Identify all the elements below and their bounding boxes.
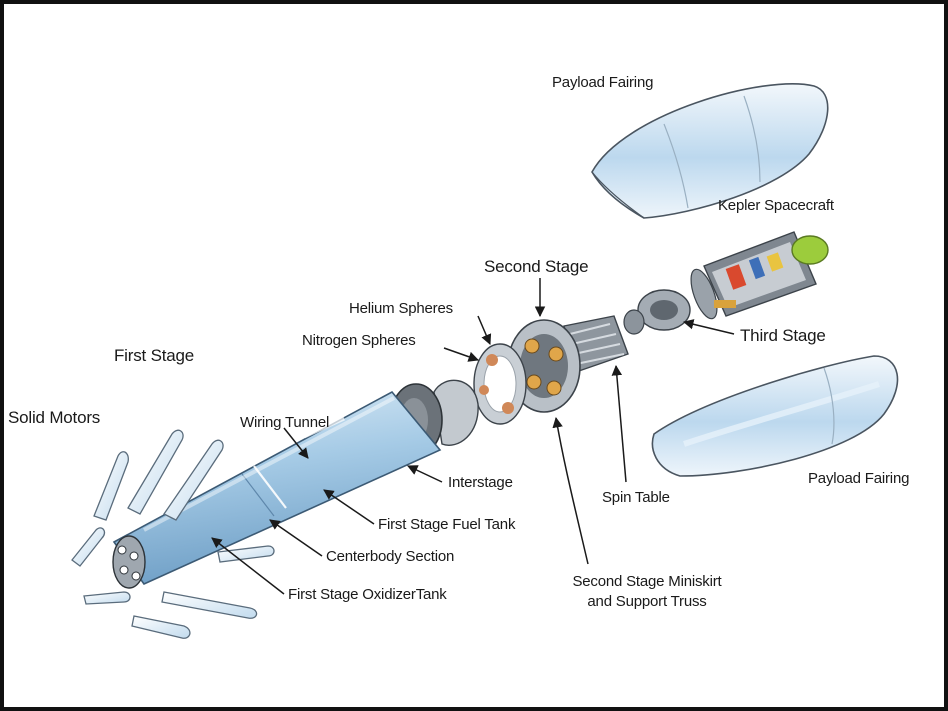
diagram-artwork [71, 83, 899, 639]
label-first-stage-oxidizer-tank: First Stage OxidizerTank [288, 586, 447, 603]
payload-fairing-upper [591, 83, 829, 219]
leader-helium-spheres [477, 315, 492, 345]
label-payload-fairing-bottom: Payload Fairing [808, 470, 910, 487]
leader-third-stage [682, 319, 735, 335]
label-nitrogen-spheres: Nitrogen Spheres [302, 332, 416, 349]
leader-first-stage-fuel-tank [323, 489, 375, 525]
label-wiring-tunnel: Wiring Tunnel [240, 414, 330, 431]
leader-centerbody-section [269, 519, 323, 557]
leader-spin-table [611, 364, 627, 483]
leader-nitrogen-spheres [443, 347, 479, 362]
nitrogen-helium-ring [473, 343, 527, 425]
label-second-stage-miniskirt-line2: and Support Truss [587, 593, 707, 610]
label-third-stage: Third Stage [740, 326, 826, 345]
label-first-stage-fuel-tank: First Stage Fuel Tank [378, 516, 516, 533]
leader-lines [211, 278, 735, 595]
label-second-stage-miniskirt-line1: Second Stage Miniskirt [572, 573, 722, 590]
label-first-stage: First Stage [114, 346, 194, 365]
kepler-spacecraft-illustration [690, 231, 829, 320]
label-payload-fairing-top: Payload Fairing [552, 74, 654, 91]
leader-interstage [407, 465, 443, 483]
solid-motors [71, 429, 275, 639]
label-second-stage-miniskirt: Second Stage Miniskirt and Support Truss [552, 572, 742, 612]
label-centerbody-section: Centerbody Section [326, 548, 455, 565]
leader-wiring-tunnel [283, 427, 309, 459]
label-solid-motors: Solid Motors [8, 408, 101, 427]
third-stage-illustration [623, 289, 691, 335]
label-interstage: Interstage [448, 474, 513, 491]
second-stage-illustration [507, 315, 629, 413]
label-kepler-spacecraft: Kepler Spacecraft [718, 197, 834, 214]
label-second-stage: Second Stage [484, 257, 589, 276]
payload-fairing-lower [651, 355, 899, 477]
leader-second-stage-miniskirt [552, 416, 589, 565]
label-helium-spheres: Helium Spheres [349, 300, 453, 317]
leader-first-stage-oxidizer-tank [211, 537, 285, 595]
label-spin-table: Spin Table [602, 489, 670, 506]
first-stage-body [112, 390, 442, 589]
